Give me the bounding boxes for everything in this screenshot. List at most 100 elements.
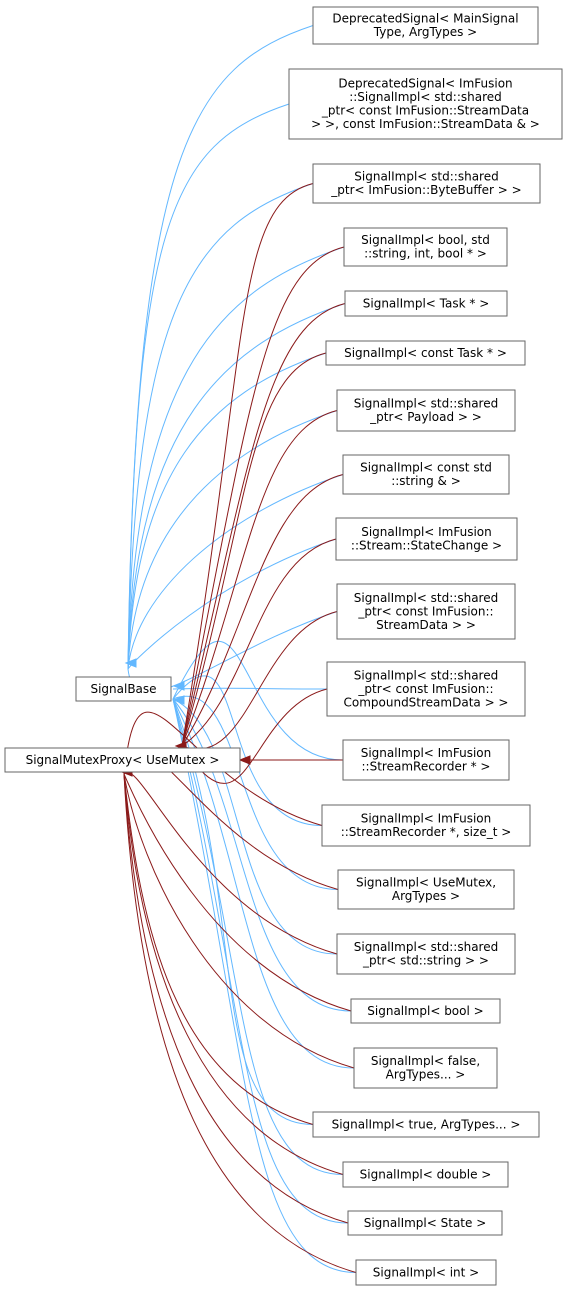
inheritance-edge (172, 698, 357, 1273)
inheritance-arrowhead (124, 658, 137, 668)
class-node-label: SignalImpl< std::shared (354, 591, 498, 605)
usage-edge (123, 773, 344, 1175)
inheritance-edge (127, 103, 290, 670)
inheritance-edge (172, 698, 352, 1012)
class-node-label: SignalImpl< std::shared (354, 668, 498, 682)
class-node-label: DeprecatedSignal< ImFusion (338, 77, 512, 91)
class-node-impl-true[interactable]: SignalImpl< true, ArgTypes... > (312, 1111, 540, 1138)
class-node-label: SignalImpl< bool, std (361, 233, 490, 247)
class-node-label: ::Stream::StateChange > (351, 539, 502, 553)
inheritance-edge (127, 352, 327, 670)
inheritance-edge (172, 698, 314, 1125)
inheritance-edge (172, 698, 344, 1175)
usage-edge (181, 246, 345, 747)
class-node-impl-state[interactable]: SignalImpl< State > (347, 1210, 503, 1236)
class-node-label: SignalImpl< false, (371, 1054, 480, 1068)
class-node-impl-task[interactable]: SignalImpl< Task * > (344, 290, 508, 317)
class-node-label: SignalImpl< double > (360, 1167, 492, 1181)
class-node-impl-payload[interactable]: SignalImpl< std::shared_ptr< Payload > > (336, 389, 516, 432)
class-node-label: SignalImpl< ImFusion (361, 525, 492, 539)
class-node-label: Type, ArgTypes > (373, 25, 477, 39)
class-node-label: SignalImpl< std::shared (354, 170, 498, 184)
class-node-label: SignalImpl< const Task * > (344, 346, 507, 360)
usage-arrowhead (238, 755, 251, 765)
class-node-label: ::string, int, bool * > (364, 247, 487, 261)
class-node-impl-bool[interactable]: SignalImpl< bool > (350, 998, 501, 1024)
class-node-label: SignalImpl< const std (360, 461, 492, 475)
edges (120, 25, 357, 1273)
class-node-label: StreamData > > (376, 618, 476, 632)
class-node-label: ::StreamRecorder *, size_t > (341, 825, 512, 839)
class-node-signal-base[interactable]: SignalBase (75, 676, 172, 702)
class-node-label: SignalImpl< std::shared (354, 940, 498, 954)
usage-edge (181, 410, 338, 747)
inheritance-edge (127, 25, 314, 670)
usage-edge (181, 474, 344, 747)
usage-edge (181, 183, 314, 747)
class-node-label: ArgTypes... > (386, 1068, 466, 1082)
class-node-label: SignalImpl< true, ArgTypes... > (332, 1117, 521, 1131)
class-node-label: SignalBase (90, 682, 156, 696)
usage-edge (123, 773, 314, 1125)
class-node-label: SignalMutexProxy< UseMutex > (26, 753, 220, 767)
class-node-impl-const-string[interactable]: SignalImpl< const std::string & > (342, 454, 510, 495)
class-node-label: _ptr< ImFusion::ByteBuffer > > (330, 183, 521, 197)
class-node-label: ArgTypes > (392, 889, 460, 903)
inheritance-edge (127, 246, 345, 670)
inheritance-edge (127, 474, 344, 670)
class-node-impl-recorder-size[interactable]: SignalImpl< ImFusion::StreamRecorder *, … (321, 804, 531, 847)
usage-edge (123, 773, 349, 1224)
class-node-impl-streamdata[interactable]: SignalImpl< std::shared_ptr< const ImFus… (336, 583, 516, 640)
class-node-label: SignalImpl< ImFusion (361, 812, 492, 826)
class-node-label: _ptr< const ImFusion:: (357, 682, 493, 696)
usage-edge (123, 773, 355, 1069)
class-node-deprecated-stream[interactable]: DeprecatedSignal< ImFusion::SignalImpl< … (288, 68, 563, 140)
class-node-impl-recorder[interactable]: SignalImpl< ImFusion::StreamRecorder * > (342, 739, 510, 781)
class-node-label: SignalImpl< std::shared (354, 397, 498, 411)
inheritance-arrowhead (172, 681, 185, 691)
class-node-label: DeprecatedSignal< MainSignal (332, 12, 518, 26)
inheritance-edge (127, 183, 314, 670)
class-node-label: _ptr< std::string > > (362, 954, 489, 968)
class-node-label: SignalImpl< Task * > (363, 296, 490, 310)
class-node-label: SignalImpl< UseMutex, (356, 876, 496, 890)
usage-edge (123, 773, 352, 1012)
class-node-label: CompoundStreamData > > (343, 695, 508, 709)
class-node-impl-compound[interactable]: SignalImpl< std::shared_ptr< const ImFus… (326, 661, 526, 717)
usage-edge (181, 303, 346, 747)
class-node-label: SignalImpl< bool > (367, 1004, 483, 1018)
class-node-label: _ptr< const ImFusion::StreamData (321, 104, 529, 118)
class-node-label: _ptr< Payload > > (369, 410, 482, 424)
class-node-label: SignalImpl< State > (364, 1216, 487, 1230)
usage-edge (181, 352, 327, 747)
class-node-impl-const-task[interactable]: SignalImpl< const Task * > (325, 340, 526, 366)
usage-edge (123, 771, 338, 955)
class-node-label: > >, const ImFusion::StreamData & > (311, 117, 540, 131)
class-node-impl-statechange[interactable]: SignalImpl< ImFusion::Stream::StateChang… (335, 517, 518, 561)
class-node-impl-int[interactable]: SignalImpl< int > (355, 1259, 497, 1286)
class-node-impl-double[interactable]: SignalImpl< double > (342, 1161, 509, 1188)
class-node-label: _ptr< const ImFusion:: (357, 604, 493, 618)
class-node-impl-usemutex[interactable]: SignalImpl< UseMutex,ArgTypes > (337, 869, 515, 910)
usage-edge (181, 538, 337, 747)
class-node-label: SignalImpl< int > (373, 1265, 479, 1279)
class-node-impl-bool-string[interactable]: SignalImpl< bool, std::string, int, bool… (343, 227, 508, 267)
inheritance-edge (127, 303, 346, 670)
inheritance-edge (172, 698, 338, 955)
class-node-label: SignalImpl< ImFusion (361, 746, 492, 760)
usage-edge (123, 773, 357, 1273)
class-node-label: ::SignalImpl< std::shared (349, 90, 502, 104)
class-node-label: ::string & > (391, 474, 461, 488)
class-node-impl-false[interactable]: SignalImpl< false,ArgTypes... > (353, 1047, 498, 1089)
class-node-signal-mutex-proxy[interactable]: SignalMutexProxy< UseMutex > (4, 747, 241, 773)
inheritance-arrowhead (172, 695, 185, 705)
inheritance-edge (127, 410, 338, 670)
inheritance-edge (172, 698, 349, 1224)
class-node-impl-bytebuffer[interactable]: SignalImpl< std::shared_ptr< ImFusion::B… (312, 163, 541, 204)
class-node-impl-string-ptr[interactable]: SignalImpl< std::shared_ptr< std::string… (336, 933, 516, 975)
class-node-label: ::StreamRecorder * > (362, 760, 491, 774)
usage-edge (123, 711, 323, 826)
